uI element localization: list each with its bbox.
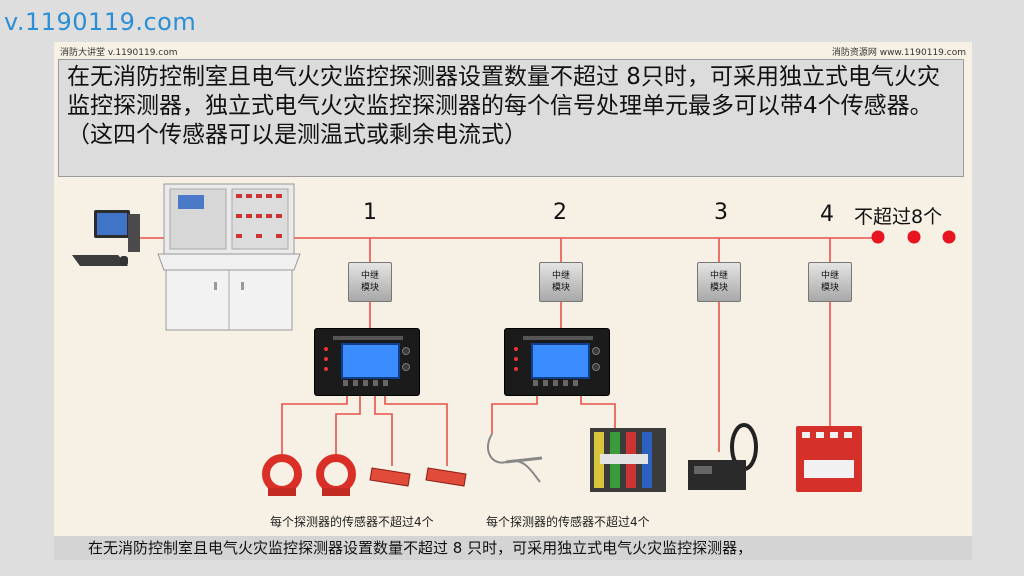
bus-number-1: 1 xyxy=(363,200,377,225)
controller-screen xyxy=(341,343,400,379)
ctrl2-sensor1-wire xyxy=(492,394,537,434)
temperature-sensor-icon xyxy=(426,468,466,486)
slide: 消防大讲堂 v.1190119.com 消防资源网 www.1190119.co… xyxy=(54,42,972,560)
ctrl1-sensor1-wire xyxy=(282,394,347,454)
relay-label-line1: 中继 xyxy=(698,270,740,282)
computer-icon xyxy=(72,210,140,266)
relay-module-1: 中继 模块 xyxy=(348,262,392,302)
control-knob xyxy=(592,363,600,371)
controller-buttons xyxy=(343,380,393,386)
bus-number-4: 4 xyxy=(820,202,834,227)
caption-sensor-limit-1: 每个探测器的传感器不超过4个 xyxy=(270,513,434,530)
relay-label-line2: 模块 xyxy=(540,282,582,294)
caption-sensor-limit-2: 每个探测器的传感器不超过4个 xyxy=(486,513,650,530)
temperature-sensor-icon xyxy=(370,468,410,486)
temperature-probe-icon xyxy=(488,434,542,482)
ctrl1-sensor2-wire xyxy=(336,394,360,454)
status-led xyxy=(514,367,518,371)
relay-label-line1: 中继 xyxy=(349,270,391,282)
current-transformer-icon xyxy=(320,458,352,496)
status-led xyxy=(514,357,518,361)
controller-screen xyxy=(531,343,590,379)
sensor-installation-photo xyxy=(590,428,666,492)
relay-module-2: 中继 模块 xyxy=(539,262,583,302)
controller-title-strip xyxy=(333,336,403,340)
relay-label-line2: 模块 xyxy=(698,282,740,294)
control-cabinet-icon xyxy=(158,184,300,330)
current-transformer-icon xyxy=(266,458,298,496)
status-led xyxy=(324,347,328,351)
more-detectors-dot xyxy=(943,231,956,244)
relay-label-line2: 模块 xyxy=(349,282,391,294)
ctrl2-sensor2-wire xyxy=(581,394,615,432)
relay-label-line2: 模块 xyxy=(809,282,851,294)
status-led xyxy=(324,357,328,361)
more-detectors-dot xyxy=(872,231,885,244)
status-led xyxy=(324,367,328,371)
bus-number-3: 3 xyxy=(714,200,728,225)
relay-module-3: 中继 模块 xyxy=(697,262,741,302)
relay-label-line1: 中继 xyxy=(540,270,582,282)
controller-buttons xyxy=(533,380,583,386)
more-detectors-dot xyxy=(908,231,921,244)
detector-controller-1 xyxy=(314,328,420,396)
controller-title-strip xyxy=(523,336,593,340)
relay-label-line1: 中继 xyxy=(809,270,851,282)
ctrl1-sensor4-wire xyxy=(385,394,447,466)
status-led xyxy=(514,347,518,351)
limit-label: 不超过8个 xyxy=(854,202,942,229)
site-watermark-url: v.1190119.com xyxy=(4,8,196,36)
control-knob xyxy=(402,363,410,371)
current-sensor-device-icon xyxy=(688,425,756,490)
relay-module-4: 中继 模块 xyxy=(808,262,852,302)
control-knob xyxy=(402,347,410,355)
control-knob xyxy=(592,347,600,355)
subtitle-bar: 在无消防控制室且电气火灾监控探测器设置数量不超过 8 只时，可采用独立式电气火灾… xyxy=(54,536,972,560)
bus-number-2: 2 xyxy=(553,200,567,225)
detector-controller-2 xyxy=(504,328,610,396)
detector-unit-icon xyxy=(796,426,862,492)
